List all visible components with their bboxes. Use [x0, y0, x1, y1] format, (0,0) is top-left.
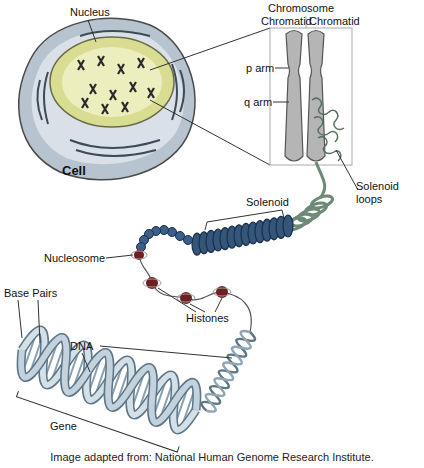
part-label: DNA: [70, 340, 93, 353]
part-label: Solenoid loops: [356, 180, 410, 206]
dna-helix: [7, 326, 204, 453]
nucleosome-chain: [137, 226, 193, 252]
nucleus: [62, 47, 162, 117]
histone: [131, 251, 147, 259]
part-label: Base Pairs: [4, 287, 57, 300]
nucleus: [50, 37, 174, 127]
nucleus: [78, 56, 154, 114]
dna-helix: [14, 326, 204, 433]
part-label: q arm: [244, 96, 272, 109]
dna-helix: [14, 326, 204, 433]
histone: [131, 250, 231, 304]
histone: [213, 288, 231, 296]
histone: [143, 279, 161, 287]
solenoid-coil: [283, 215, 293, 237]
cell-body: [19, 18, 195, 179]
dna-helix: [14, 326, 204, 433]
part-label: p arm: [246, 62, 274, 75]
part-label: Solenoid: [246, 196, 289, 209]
solenoid-bracket: [205, 210, 284, 230]
chromosome: [312, 98, 344, 161]
leader-line: [18, 20, 358, 372]
part-label: Chromatid: [261, 15, 312, 28]
gene-bracket: [16, 391, 179, 452]
dna-helix-thin: [199, 328, 257, 414]
dna-helix: [14, 326, 204, 433]
part-label: Histones: [186, 312, 229, 325]
part-label: Chromosome: [268, 2, 334, 15]
histone: [177, 294, 195, 302]
dna-helix-thin: [199, 328, 257, 414]
dna-helix-thin: [199, 328, 257, 414]
chromosome: [285, 31, 303, 162]
part-label: Chromatid: [309, 15, 360, 28]
part-label: Gene: [50, 420, 77, 433]
chromosome: [270, 16, 352, 165]
part-label: Cell: [62, 164, 86, 177]
nucleus: [50, 37, 174, 127]
chromosome: [307, 31, 325, 162]
cell-body: [32, 30, 184, 164]
part-label: Nucleus: [70, 6, 110, 19]
cell-body: [19, 18, 195, 179]
dna-strand: [140, 247, 252, 332]
solenoid-coil: [192, 215, 293, 255]
cell-body: [37, 31, 184, 156]
solenoid-loops: [316, 162, 325, 198]
part-label: Nucleosome: [44, 252, 105, 265]
chromosome: [270, 28, 352, 165]
caption: Image adapted from: National Human Genom…: [0, 451, 424, 464]
